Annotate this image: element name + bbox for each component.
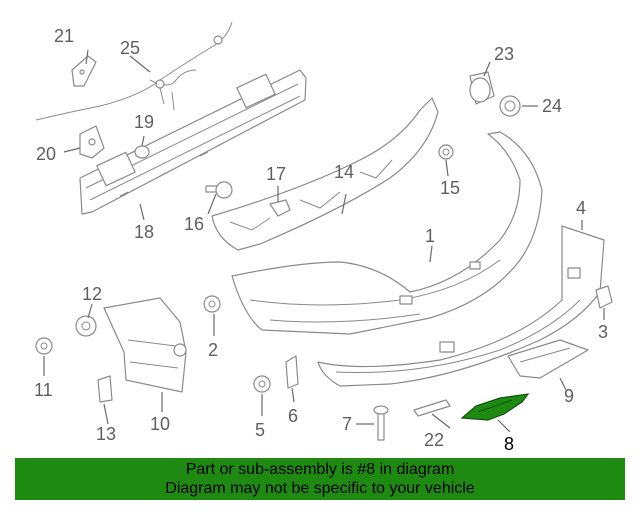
part-5-clip[interactable] <box>253 375 271 393</box>
callout-20[interactable]: 20 <box>36 144 56 164</box>
part-17-clip[interactable] <box>269 199 291 217</box>
exploded-parts-diagram: 1 2 3 4 5 6 7 8 9 10 11 12 13 14 15 16 1… <box>34 21 613 454</box>
callout-21[interactable]: 21 <box>54 26 74 46</box>
callout-2[interactable]: 2 <box>208 340 218 360</box>
part-18-reinforcement-beam[interactable] <box>79 69 307 215</box>
part-14-energy-absorber[interactable] <box>211 97 439 251</box>
callout-leader-lines <box>43 49 605 433</box>
part-9-skid-plate[interactable] <box>507 339 589 379</box>
part-16-screw[interactable] <box>205 181 233 199</box>
part-21-bracket[interactable] <box>71 55 97 87</box>
part-25-wiring-harness[interactable] <box>35 21 233 121</box>
callout-9[interactable]: 9 <box>564 386 574 406</box>
callout-13[interactable]: 13 <box>96 424 116 444</box>
part-12-clip[interactable] <box>75 315 97 337</box>
part-8-trim-highlighted[interactable] <box>460 393 530 421</box>
callout-18[interactable]: 18 <box>134 222 154 242</box>
callout-16[interactable]: 16 <box>184 214 204 234</box>
part-20-plate[interactable] <box>79 125 105 159</box>
part-3-bracket[interactable] <box>595 285 613 309</box>
part-notice-line-1: Part or sub-assembly is #8 in diagram <box>185 461 455 478</box>
callout-24[interactable]: 24 <box>542 96 562 116</box>
callout-10[interactable]: 10 <box>150 414 170 434</box>
part-7-stud[interactable] <box>373 405 389 441</box>
callout-labels: 1 2 3 4 5 6 7 8 9 10 11 12 13 14 15 16 1… <box>34 26 608 454</box>
part-2-clip[interactable] <box>203 295 221 313</box>
part-19-push-clip[interactable] <box>134 145 150 159</box>
callout-1[interactable]: 1 <box>425 226 435 246</box>
callout-23[interactable]: 23 <box>494 44 514 64</box>
part-11-clip[interactable] <box>35 337 53 355</box>
callout-3[interactable]: 3 <box>598 322 608 342</box>
part-13-clip[interactable] <box>97 375 113 403</box>
callout-22[interactable]: 22 <box>424 430 444 450</box>
callout-6[interactable]: 6 <box>288 406 298 426</box>
callout-8[interactable]: 8 <box>504 434 514 454</box>
part-notice-line-2: Diagram may not be specific to your vehi… <box>165 480 475 497</box>
part-notice-banner: Part or sub-assembly is #8 in diagram Di… <box>15 458 625 500</box>
part-24-ring[interactable] <box>499 95 521 117</box>
part-22-trim-strip[interactable] <box>413 399 451 417</box>
callout-15[interactable]: 15 <box>440 178 460 198</box>
callout-5[interactable]: 5 <box>255 420 265 440</box>
part-6-bracket[interactable] <box>285 355 299 389</box>
callout-17[interactable]: 17 <box>266 164 286 184</box>
part-23-sensor[interactable] <box>469 71 495 105</box>
part-15-clip[interactable] <box>438 144 454 160</box>
callout-25[interactable]: 25 <box>120 38 140 58</box>
callout-12[interactable]: 12 <box>82 284 102 304</box>
part-1-bumper-cover[interactable] <box>231 131 543 335</box>
part-4-lower-valance[interactable] <box>317 225 605 387</box>
callout-4[interactable]: 4 <box>576 198 586 218</box>
callout-11[interactable]: 11 <box>34 380 53 400</box>
callout-14[interactable]: 14 <box>334 162 354 182</box>
part-10-bracket[interactable] <box>103 297 187 393</box>
callout-7[interactable]: 7 <box>342 414 352 434</box>
callout-19[interactable]: 19 <box>134 112 154 132</box>
